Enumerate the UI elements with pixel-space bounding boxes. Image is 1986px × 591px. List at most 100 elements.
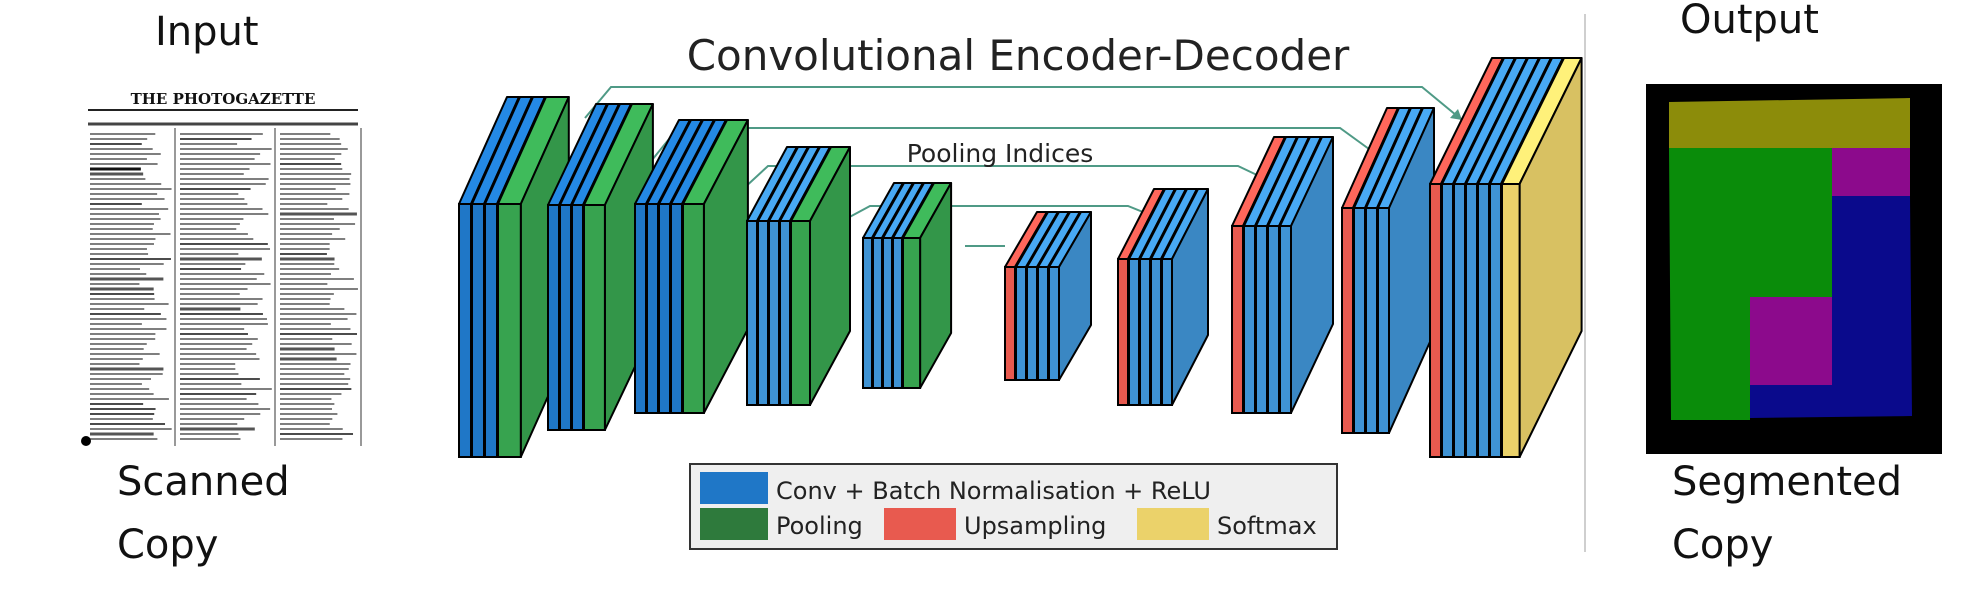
decoder-block-5-softmax-layer-7-front: [1501, 183, 1521, 458]
encoder-block-5-conv-layer-1-front: [862, 237, 873, 389]
decoder-block-5-upsample-layer-1-front: [1429, 183, 1442, 458]
decoder-block-1-conv-layer-2-front: [1015, 266, 1027, 381]
legend-label-soft: Softmax: [1217, 512, 1317, 540]
output-caption-copy: Copy: [1672, 522, 1774, 568]
decoder-block-1-upsample-layer-1-front: [1004, 266, 1016, 381]
decoder-block-3-conv-layer-4-front: [1267, 225, 1280, 414]
decoder-block-5: [1429, 57, 1583, 458]
encoder-block-2-conv-layer-1-front: [547, 204, 560, 431]
segment-navy: [1750, 196, 1912, 418]
decoder-block-2: [1117, 188, 1209, 406]
decoder-block-2-conv-layer-3-front: [1139, 258, 1151, 406]
encoder-block-4-conv-layer-4-front: [779, 220, 791, 406]
pooling-index-arrowhead-1: [1450, 109, 1462, 120]
input-caption-scanned: Scanned: [117, 459, 290, 505]
diagram-title: Convolutional Encoder-Decoder: [687, 31, 1350, 80]
input-caption-copy: Copy: [117, 522, 219, 568]
scan-speck: [81, 436, 91, 446]
decoder-block-5-softmax-layer-7: [1501, 57, 1583, 458]
encoder-block-4-conv-layer-3-front: [768, 220, 780, 406]
pooling-indices-label: Pooling Indices: [907, 139, 1094, 168]
segment-header-olive: [1669, 98, 1910, 148]
decoder-block-5-conv-layer-6-front: [1489, 183, 1502, 458]
decoder-block-3-upsample-layer-1-front: [1231, 225, 1244, 414]
decoder-block-4-conv-layer-2-front: [1353, 207, 1366, 434]
pooling-index-link-1: [584, 86, 1463, 121]
encoder-block-1: [458, 96, 570, 458]
legend-label-up: Upsampling: [964, 512, 1106, 540]
encoder-block-3-conv-layer-3-front: [658, 203, 671, 414]
output-label: Output: [1680, 0, 1819, 43]
decoder-block-4-conv-layer-3-front: [1365, 207, 1378, 434]
decoder-block-4-upsample-layer-1-front: [1341, 207, 1354, 434]
encoder-block-3-pool-layer-5-front: [682, 203, 705, 414]
decoder-block-3: [1231, 136, 1334, 414]
decoder-block-5-conv-layer-5-front: [1477, 183, 1490, 458]
encoder-block-5-conv-layer-4-front: [892, 237, 903, 389]
encoder-block-3: [634, 119, 749, 414]
encoder-block-3-conv-layer-1-front: [634, 203, 647, 414]
encoder-block-3-conv-layer-2-front: [646, 203, 659, 414]
segment-magenta-bottom: [1750, 297, 1832, 385]
legend-swatch-soft: [1137, 508, 1209, 540]
decoder-block-2-upsample-layer-1-front: [1117, 258, 1129, 406]
encoder-block-4-pool-layer-5-front: [790, 220, 811, 406]
legend-box: [689, 463, 1338, 550]
input-label: Input: [155, 9, 259, 55]
encoder-block-5-pool-layer-5-front: [902, 237, 922, 389]
decoder-block-5-conv-layer-4-front: [1465, 183, 1478, 458]
legend-label-conv: Conv + Batch Normalisation + ReLU: [776, 477, 1211, 505]
decoder-block-5-conv-layer-2-front: [1441, 183, 1454, 458]
decoder-block-2-conv-layer-2-front: [1128, 258, 1140, 406]
scan-text-lines: [88, 109, 362, 446]
scan-masthead: THE PHOTOGAZETTE: [131, 90, 316, 108]
legend-swatch-pool: [700, 508, 768, 540]
legend-label-pool: Pooling: [776, 512, 863, 540]
encoder-block-5-conv-layer-2-front: [872, 237, 883, 389]
decoder-block-2-conv-layer-5: [1161, 188, 1209, 406]
decoder-block-2-conv-layer-4-front: [1150, 258, 1162, 406]
encoder-block-1-conv-layer-1-front: [458, 203, 472, 458]
section-divider: [1584, 14, 1586, 552]
decoder-block-4-conv-layer-4: [1377, 107, 1435, 434]
decoder-block-1-conv-layer-5-front: [1048, 266, 1060, 381]
decoder-block-1-conv-layer-4-front: [1037, 266, 1049, 381]
decoder-block-3-conv-layer-2-front: [1243, 225, 1256, 414]
decoder-block-4-conv-layer-4-front: [1377, 207, 1390, 434]
decoder-block-3-conv-layer-5: [1279, 136, 1334, 414]
decoder-block-1-conv-layer-3-front: [1026, 266, 1038, 381]
pooling-index-link-2: [651, 127, 1381, 161]
segment-magenta-top: [1832, 148, 1910, 196]
encoder-block-1-conv-layer-3-front: [484, 203, 498, 458]
encoder-block-5-pool-layer-5: [902, 182, 953, 389]
encoder-block-3-conv-layer-4-front: [670, 203, 683, 414]
encoder-block-4-pool-layer-5: [790, 146, 851, 406]
decoder-block-1-conv-layer-5: [1048, 211, 1092, 381]
encoder-block-4-conv-layer-2-front: [757, 220, 769, 406]
decoder-block-3-conv-layer-5-front: [1279, 225, 1292, 414]
encoder-block-2-conv-layer-3-front: [571, 204, 584, 431]
decoder-block-3-conv-layer-3-front: [1255, 225, 1268, 414]
legend-swatch-conv: [700, 472, 768, 504]
encoder-block-4: [746, 146, 851, 406]
legend-swatch-up: [884, 508, 956, 540]
output-caption-segmented: Segmented: [1672, 459, 1902, 505]
network-layers: [458, 57, 1583, 458]
scanned-document-thumbnail: THE PHOTOGAZETTE: [81, 88, 362, 450]
encoder-block-2: [547, 103, 654, 431]
encoder-block-3-pool-layer-5: [682, 119, 749, 414]
segment-body-green: [1669, 148, 1832, 420]
encoder-block-4-conv-layer-1-front: [746, 220, 758, 406]
segmented-output-image: [1646, 84, 1942, 454]
decoder-block-2-conv-layer-5-front: [1161, 258, 1173, 406]
encoder-block-2-conv-layer-2-front: [559, 204, 572, 431]
decoder-block-5-conv-layer-3-front: [1453, 183, 1466, 458]
encoder-block-2-pool-layer-4-front: [583, 204, 606, 431]
encoder-block-1-conv-layer-2-front: [471, 203, 485, 458]
decoder-block-1: [1004, 211, 1092, 381]
decoder-block-4: [1341, 107, 1435, 434]
encoder-block-1-pool-layer-4-front: [497, 203, 522, 458]
encoder-block-5-conv-layer-3-front: [882, 237, 893, 389]
